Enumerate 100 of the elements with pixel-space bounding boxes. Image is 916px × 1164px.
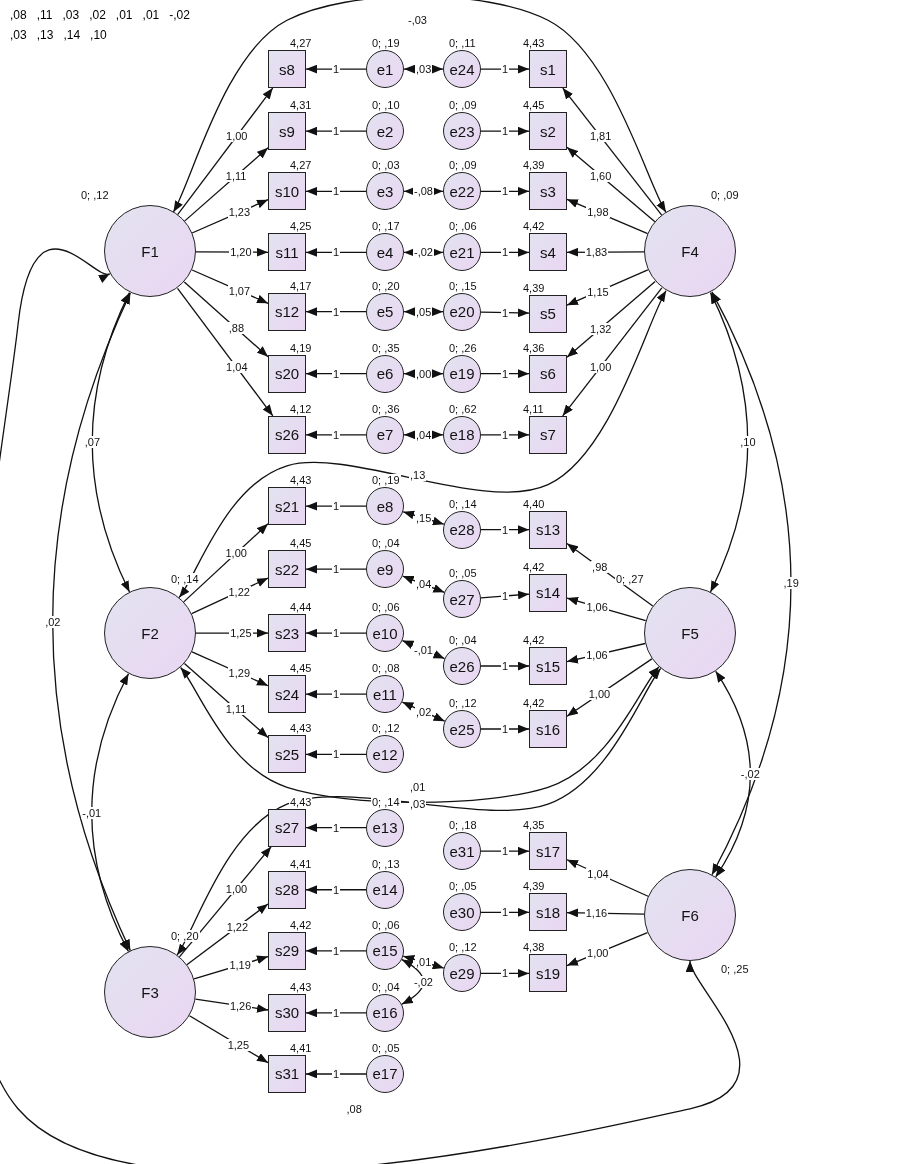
- edge-label: -,02: [412, 975, 434, 988]
- edge-label: ,04: [415, 578, 433, 591]
- edge-label: -,01: [413, 643, 434, 656]
- error-term-circle: e18: [443, 415, 481, 454]
- arrow: [566, 146, 656, 223]
- edge-label: 1,00: [224, 547, 248, 560]
- edge-label: 1: [332, 821, 341, 834]
- double-headed-arrow: [176, 667, 662, 956]
- variance-label: 0; ,20: [170, 930, 200, 943]
- error-term-circle: e10: [366, 614, 404, 653]
- edge-label: 1: [501, 125, 510, 138]
- error-term-circle: e5: [366, 292, 404, 331]
- variance-label: 0; ,14: [448, 497, 478, 510]
- double-headed-arrow: [52, 292, 131, 952]
- error-term-circle: e16: [366, 993, 404, 1032]
- edge-label: 1,11: [224, 169, 248, 182]
- edge-label: 1,00: [586, 947, 610, 960]
- observed-variable-box: s24: [268, 675, 306, 714]
- arrow: [305, 186, 367, 196]
- variance-label: 0; ,20: [371, 279, 401, 292]
- arrow: [305, 628, 367, 638]
- edge-label: 1: [501, 428, 510, 441]
- path-coefficient: ,03: [10, 28, 27, 42]
- edge-label: 1: [332, 688, 341, 701]
- edge-label: 1: [500, 590, 510, 602]
- arrow: [480, 969, 530, 978]
- observed-variable-box: s29: [268, 931, 306, 970]
- intercept-label: 4,43: [522, 37, 546, 50]
- variance-label: 0; ,09: [710, 189, 740, 202]
- arrow: [566, 280, 656, 358]
- arrow: [566, 908, 645, 918]
- intercept-label: 4,45: [289, 537, 313, 550]
- double-headed-arrow: [91, 292, 131, 593]
- observed-variable-box: s17: [529, 832, 567, 871]
- double-headed-arrow: [709, 292, 749, 593]
- latent-variable-circle: F3: [104, 946, 196, 1039]
- double-headed-arrow: [179, 666, 660, 803]
- edge-label: 1: [501, 63, 510, 76]
- edge-label: 1: [501, 367, 510, 380]
- variance-label: 0; ,09: [448, 99, 478, 112]
- path-coefficient: ,13: [36, 28, 54, 42]
- variance-label: 0; ,10: [371, 99, 401, 112]
- arrow: [480, 590, 530, 600]
- edge-label: ,03: [409, 798, 427, 811]
- double-headed-arrow: [178, 290, 667, 599]
- edge-label: 1: [332, 185, 341, 198]
- edge-label: 1,04: [225, 361, 249, 374]
- arrow: [183, 147, 269, 222]
- edge-label: 1: [501, 246, 510, 259]
- path-coefficient: ,08: [10, 8, 27, 22]
- intercept-label: 4,42: [522, 560, 546, 573]
- edge-label: 1: [332, 305, 341, 318]
- edge-label: 1: [332, 563, 341, 576]
- arrow: [186, 903, 269, 966]
- double-headed-arrow: [402, 510, 445, 526]
- edge-label: 1: [332, 883, 341, 896]
- path-coefficient: ,03: [62, 8, 80, 22]
- intercept-label: 4,39: [522, 281, 546, 294]
- error-term-circle: e25: [443, 710, 481, 748]
- variance-label: 0; ,12: [448, 697, 478, 709]
- edge-label: 1,26: [228, 999, 253, 1012]
- arrow: [305, 689, 367, 699]
- edge-label: ,04: [415, 428, 433, 441]
- arrow: [305, 248, 367, 257]
- observed-variable-box: s11: [268, 233, 306, 272]
- edge-label: ,00: [415, 367, 433, 380]
- edge-label: 1: [332, 246, 341, 259]
- observed-variable-box: s14: [529, 573, 567, 612]
- variance-label: 0; ,05: [371, 1041, 401, 1054]
- edge-label: 1,25: [226, 1038, 251, 1051]
- arrow: [305, 885, 367, 895]
- arrow: [480, 907, 530, 917]
- edge-label: 1,25: [229, 627, 253, 640]
- edge-label: 1,16: [584, 907, 609, 920]
- edge-label: ,01: [409, 781, 427, 794]
- error-term-circle: e7: [366, 415, 404, 454]
- double-headed-arrow: [172, 0, 667, 213]
- observed-variable-box: s13: [529, 510, 567, 549]
- edge-label: 1: [332, 428, 341, 441]
- edge-label: 1,98: [586, 206, 610, 219]
- arrow: [480, 846, 530, 856]
- error-term-circle: e2: [366, 112, 404, 151]
- variance-label: 0; ,25: [720, 963, 750, 976]
- latent-variable-circle: F4: [644, 205, 736, 298]
- intercept-label: 4,17: [289, 279, 313, 292]
- arrow: [480, 248, 530, 257]
- variance-label: 0; ,36: [371, 402, 401, 415]
- variance-label: 0; ,04: [371, 980, 401, 993]
- variance-label: 0; ,04: [448, 634, 478, 646]
- arrow: [480, 525, 530, 535]
- path-coefficient: ,14: [63, 28, 81, 42]
- arrow: [183, 523, 269, 603]
- arrow: [480, 126, 530, 136]
- edge-label: 1: [501, 306, 510, 319]
- edge-label: ,05: [415, 305, 433, 318]
- intercept-label: 4,25: [289, 220, 313, 233]
- intercept-label: 4,42: [522, 634, 546, 646]
- error-term-circle: e11: [366, 675, 404, 714]
- variance-label: 0; ,12: [371, 722, 401, 735]
- variance-label: 0; ,27: [615, 573, 645, 586]
